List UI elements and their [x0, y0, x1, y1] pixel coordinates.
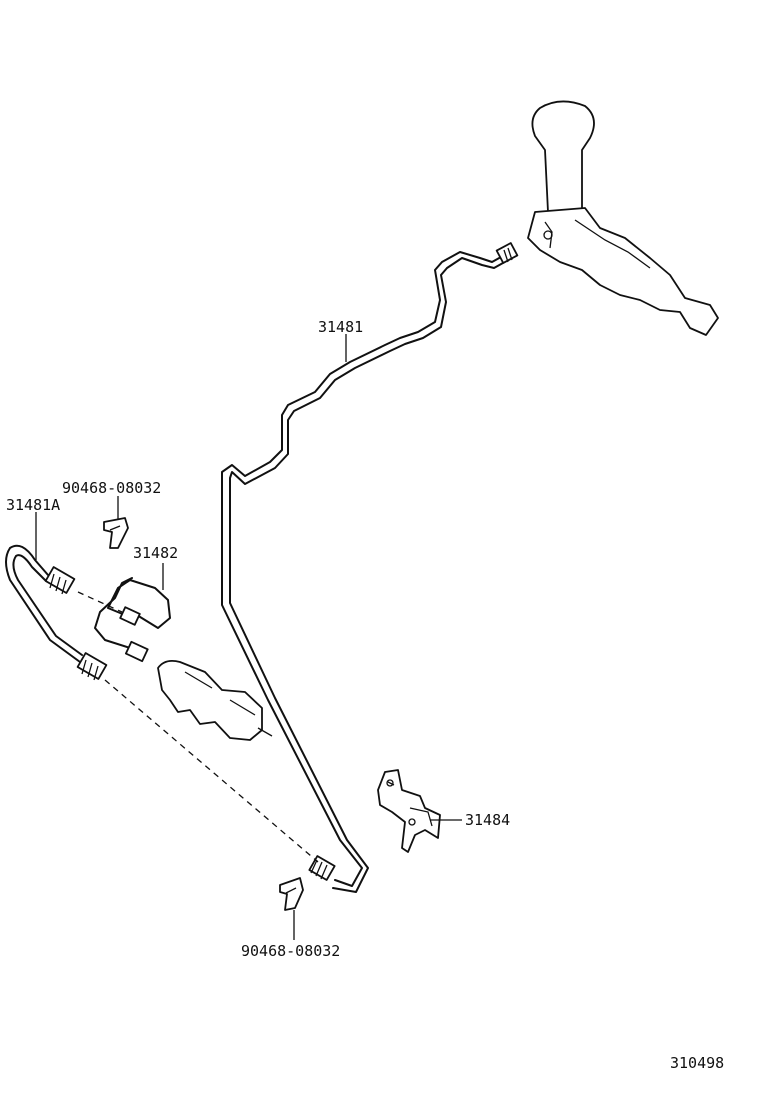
flex-hose-31481A [5, 544, 108, 681]
clip-top [103, 517, 129, 549]
figure-number: 310498 [670, 1054, 724, 1072]
clutch-pipe-31481 [221, 242, 519, 893]
bracket-31484 [377, 769, 441, 853]
label-31481A: 31481A [6, 496, 60, 514]
label-31484: 31484 [465, 811, 510, 829]
label-clip-top: 90468-08032 [62, 479, 161, 497]
clip-bottom [279, 877, 304, 911]
label-31482: 31482 [133, 544, 178, 562]
label-clip-bottom: 90468-08032 [241, 942, 340, 960]
clutch-release-cylinder [157, 659, 273, 741]
pipe-31482 [94, 577, 171, 663]
dashed-guide-1 [77, 591, 123, 613]
dashed-guide-2 [104, 679, 319, 863]
clutch-master-cylinder [527, 100, 719, 336]
label-31481: 31481 [318, 318, 363, 336]
